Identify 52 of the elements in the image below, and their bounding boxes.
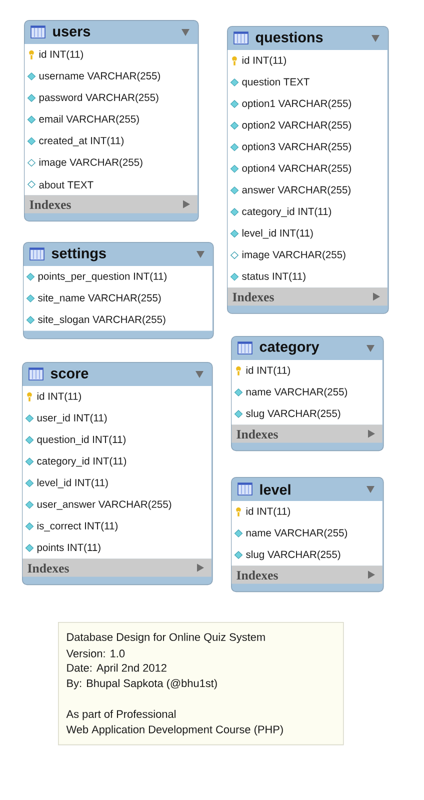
column-definition: option1 VARCHAR(255) bbox=[242, 100, 352, 110]
table-title: category bbox=[260, 342, 320, 355]
table-title: score bbox=[50, 370, 88, 378]
column-definition: option3 VARCHAR(255) bbox=[242, 142, 352, 152]
column-definition: username VARCHAR(255) bbox=[39, 72, 160, 82]
column-definition: question_id INT(11) bbox=[37, 436, 126, 446]
column-definition: level_id INT(11) bbox=[242, 229, 313, 239]
column-definition: status INT(11) bbox=[242, 272, 306, 282]
column-definition: user_id INT(11) bbox=[37, 414, 107, 424]
indexes-bar: Indexes bbox=[22, 558, 212, 577]
column-definition: category_id INT(11) bbox=[242, 208, 332, 218]
column-definition: is_correct INT(11) bbox=[37, 522, 118, 532]
column-definition: created_at INT(11) bbox=[39, 136, 124, 146]
column-definition: site_slogan VARCHAR(255) bbox=[38, 316, 166, 326]
column-definition: about TEXT bbox=[39, 180, 94, 188]
table-title: level bbox=[260, 484, 290, 495]
column-definition: category_id INT(11) bbox=[37, 457, 126, 467]
column-definition: question TEXT bbox=[242, 78, 310, 88]
note-text: Date: April 2nd 2012 bbox=[67, 664, 166, 674]
table-title: settings bbox=[52, 248, 106, 262]
note-text: By: Bhupal Sapkota (@bhu1st) bbox=[67, 679, 217, 690]
column-definition: slug VARCHAR(255) bbox=[246, 410, 340, 420]
column-definition: id INT(11) bbox=[37, 392, 81, 402]
column-definition: id INT(11) bbox=[39, 50, 83, 60]
column-definition: id INT(11) bbox=[242, 56, 286, 66]
column-definition: option4 VARCHAR(255) bbox=[242, 164, 352, 174]
column-definition: user_answer VARCHAR(255) bbox=[37, 500, 172, 510]
column-definition: slug VARCHAR(255) bbox=[246, 550, 340, 560]
column-definition: id INT(11) bbox=[246, 507, 290, 517]
column-definition: answer VARCHAR(255) bbox=[242, 186, 350, 196]
indexes-bar: Indexes bbox=[232, 424, 382, 443]
table-title: questions bbox=[256, 32, 323, 46]
note-text: As part of Professional bbox=[66, 710, 176, 720]
column-definition: option2 VARCHAR(255) bbox=[242, 121, 352, 131]
column-definition: level_id INT(11) bbox=[37, 478, 108, 488]
indexes-bar: Indexes bbox=[228, 288, 388, 306]
note-text: Version: 1.0 bbox=[66, 649, 125, 658]
indexes-bar: Indexes bbox=[24, 195, 198, 214]
column-definition: name VARCHAR(255) bbox=[246, 528, 348, 538]
indexes-bar: Indexes bbox=[232, 566, 382, 584]
column-definition: site_name VARCHAR(255) bbox=[38, 294, 161, 304]
note-text: Database Design for Online Quiz System bbox=[67, 632, 265, 644]
column-definition: image VARCHAR(255) bbox=[242, 250, 346, 260]
note-text: Web Application Development Course (PHP) bbox=[66, 725, 283, 736]
column-definition: points INT(11) bbox=[37, 544, 100, 554]
column-definition: id INT(11) bbox=[246, 366, 290, 376]
column-definition: name VARCHAR(255) bbox=[246, 388, 348, 398]
column-definition: email VARCHAR(255) bbox=[39, 115, 139, 125]
column-definition: password VARCHAR(255) bbox=[39, 94, 158, 104]
column-definition: points_per_question INT(11) bbox=[38, 272, 166, 282]
table-title: users bbox=[53, 28, 90, 36]
column-definition: image VARCHAR(255) bbox=[39, 158, 142, 168]
